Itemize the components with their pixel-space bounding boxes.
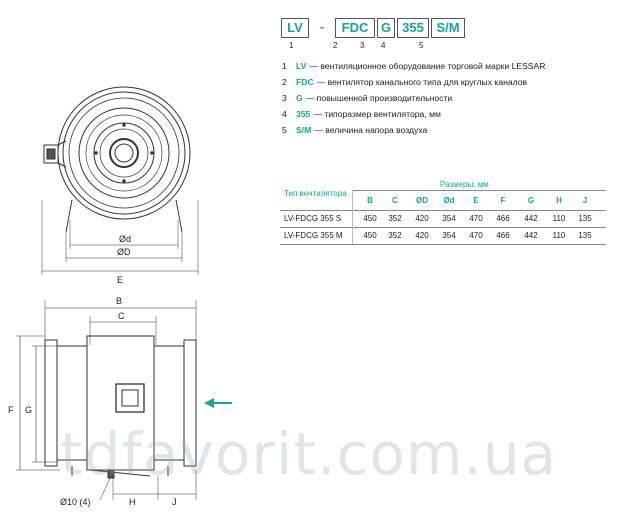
legend-text: — вентиляционное оборудование торговой м…	[309, 61, 546, 71]
table-cell: 470	[469, 214, 483, 223]
model-code: LV - FDC G 355 S/M	[281, 18, 467, 38]
dim-G-label: G	[25, 405, 32, 415]
code-part-size: 355	[397, 18, 429, 38]
legend-text: — вентилятор канального типа для круглых…	[316, 77, 528, 87]
table-row-model: LV-FDCG 355 M	[284, 231, 343, 240]
table-cell: 466	[496, 214, 510, 223]
dim-J-label: J	[172, 497, 177, 507]
code-number: 4	[381, 41, 386, 50]
legend-text: — повышенной производительности	[305, 93, 453, 103]
dim-E-label: E	[117, 275, 123, 285]
code-number: 5	[419, 41, 424, 50]
table-column-header: C	[392, 196, 398, 205]
table-cell: 135	[578, 214, 592, 223]
legend-text: — величина напора воздуха	[314, 125, 428, 135]
table-cell: 110	[552, 214, 566, 223]
table-cell: 354	[442, 231, 456, 240]
table-cell: 354	[442, 214, 456, 223]
code-part-dash: -	[319, 19, 325, 34]
code-part-g: G	[377, 18, 395, 38]
front-view	[41, 86, 199, 275]
code-part-pressure: S/M	[431, 18, 465, 38]
hole-label: Ø10 (4)	[60, 497, 91, 507]
code-part-fdc: FDC	[335, 18, 375, 38]
legend-num: 3	[282, 93, 287, 103]
legend-code: G	[296, 93, 303, 103]
table-cell: 135	[578, 231, 592, 240]
legend-code: S/M	[296, 125, 312, 135]
table-divider	[352, 190, 353, 244]
legend-item: 2 FDC — вентилятор канального типа для к…	[282, 77, 632, 93]
legend-item: 3 G — повышенной производительности	[282, 93, 632, 109]
table-column-header: J	[582, 196, 588, 205]
table-cell: 352	[388, 231, 402, 240]
code-legend: 1 LV — вентиляционное оборудование торго…	[282, 61, 632, 141]
legend-num: 1	[282, 61, 287, 71]
code-number: 2	[333, 41, 338, 50]
table-cell: 466	[496, 231, 510, 240]
table-cell: 352	[388, 214, 402, 223]
table-cell: 442	[524, 214, 538, 223]
table-cell: 420	[415, 214, 429, 223]
table-column-header: E	[473, 196, 479, 205]
table-column-header: G	[527, 196, 535, 205]
dim-F-label: F	[8, 405, 14, 415]
airflow-arrow-icon	[204, 398, 232, 408]
legend-item: 5 S/M — величина напора воздуха	[282, 125, 632, 141]
legend-num: 4	[282, 109, 287, 119]
code-number: 3	[360, 41, 365, 50]
legend-text: — типоразмер вентилятора, мм	[313, 109, 441, 119]
table-row-model: LV-FDCG 355 S	[284, 214, 342, 223]
table-cell: 442	[524, 231, 538, 240]
side-view	[16, 300, 197, 501]
watermark: tdfavorit.com.ua	[60, 420, 558, 488]
legend-code: LV	[296, 61, 307, 71]
table-cell: 450	[363, 214, 377, 223]
dim-H-label: H	[129, 497, 136, 507]
table-divider	[280, 244, 606, 245]
type-header: Тип вентилятора	[284, 189, 347, 198]
table-divider	[352, 190, 606, 191]
dim-B-label: B	[116, 296, 122, 306]
dim-D-label: ØD	[117, 247, 131, 257]
legend-item: 1 LV — вентиляционное оборудование торго…	[282, 61, 632, 77]
table-column-header: H	[556, 196, 562, 205]
dim-d-label: Ød	[119, 234, 131, 244]
legend-num: 2	[282, 77, 287, 87]
table-divider	[280, 210, 606, 211]
code-number: 1	[289, 41, 294, 50]
table-cell: 450	[363, 231, 377, 240]
table-column-header: ØD	[416, 196, 428, 205]
table-column-header: B	[367, 196, 373, 205]
legend-item: 4 355 — типоразмер вентилятора, мм	[282, 109, 632, 125]
code-part-lv: LV	[281, 18, 309, 38]
table-column-header: F	[500, 196, 506, 205]
legend-num: 5	[282, 125, 287, 135]
table-cell: 420	[415, 231, 429, 240]
table-cell: 110	[552, 231, 566, 240]
table-divider	[280, 227, 606, 228]
table-cell: 470	[469, 231, 483, 240]
legend-code: FDC	[296, 77, 314, 87]
table-column-header: Ød	[443, 196, 455, 205]
legend-code: 355	[296, 109, 311, 119]
dim-C-label: C	[118, 311, 125, 321]
sizes-header: Размеры, мм	[440, 180, 489, 189]
